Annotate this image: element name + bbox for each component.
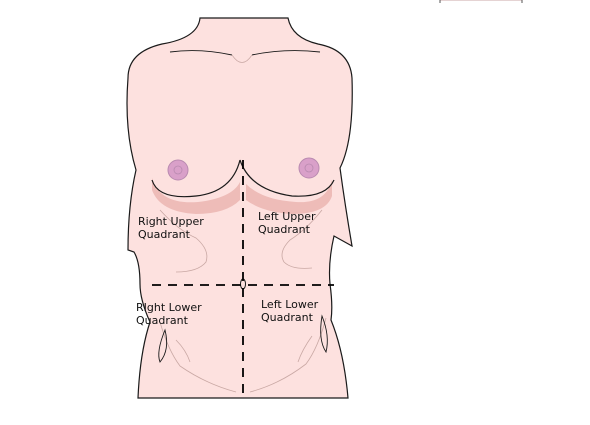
areola-left-icon [298, 157, 320, 179]
breast-left-side [239, 159, 335, 214]
corner-artifact [439, 0, 523, 3]
pelvis-outline-lines [158, 314, 328, 363]
label-left-upper-line1: Left Upper [258, 210, 316, 223]
label-right-lower-quadrant: RIght Lower Quadrant [136, 301, 205, 327]
label-right-upper-line1: Right Upper [138, 215, 204, 228]
label-left-lower-line2: Quadrant [261, 311, 314, 324]
areola-right-icon [167, 159, 189, 181]
collarbone-lines [169, 50, 321, 63]
nipple-left-icon [304, 163, 314, 173]
label-right-lower-line1: RIght Lower [136, 301, 202, 314]
label-right-upper-quadrant: Right Upper Quadrant [138, 215, 207, 241]
torso-silhouette [126, 17, 353, 399]
label-left-upper-line2: Quadrant [258, 223, 311, 236]
label-left-upper-quadrant: Left Upper Quadrant [258, 210, 319, 236]
label-right-lower-line2: Quadrant [136, 314, 189, 327]
label-left-lower-line1: Left Lower [261, 298, 319, 311]
label-left-lower-quadrant: Left Lower Quadrant [261, 298, 322, 324]
label-right-upper-line2: Quadrant [138, 228, 191, 241]
breast-right-side [151, 159, 241, 214]
nipple-right-icon [173, 165, 183, 175]
